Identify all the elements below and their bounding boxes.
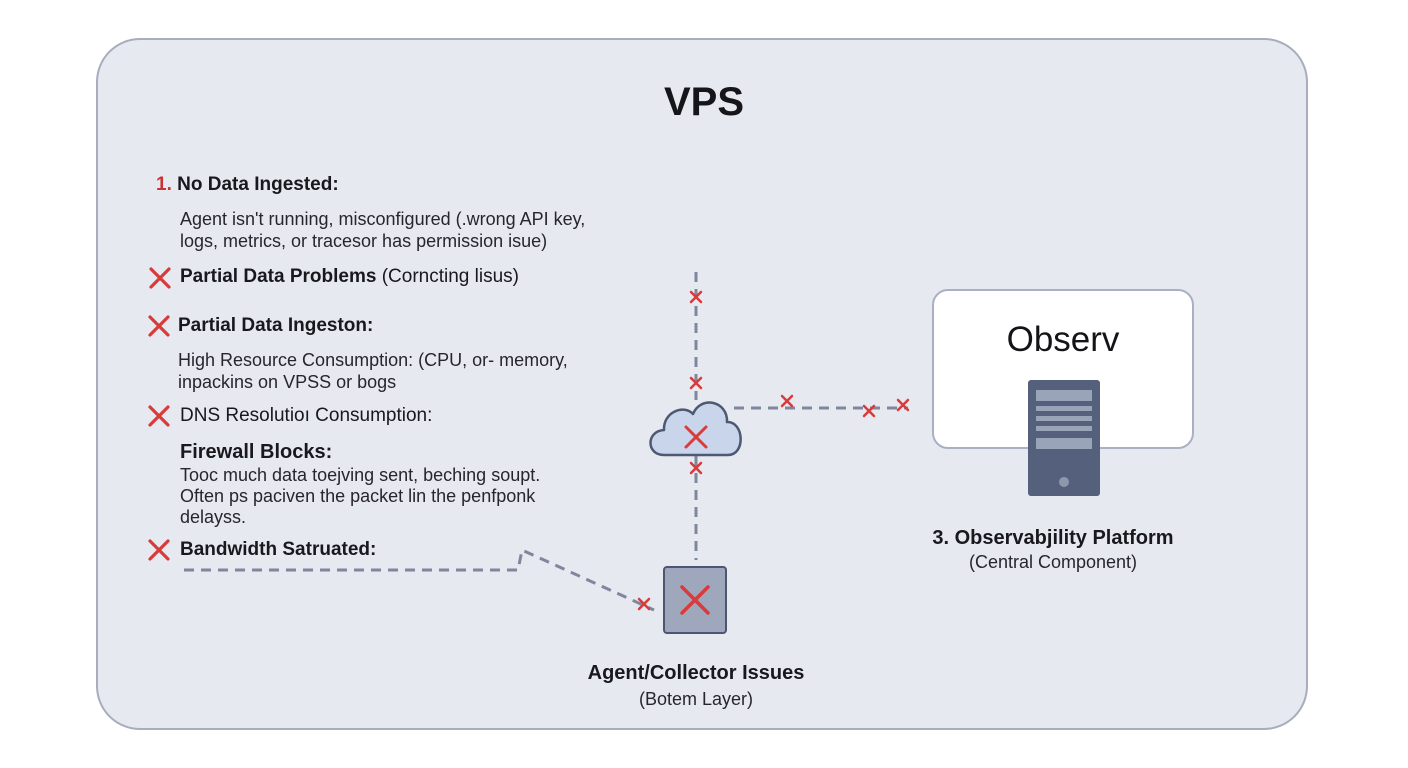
issue-bandwidth-heading: Bandwidth Satruated: [180, 539, 377, 560]
error-cross-icon [780, 394, 794, 408]
error-cross-icon [148, 405, 170, 427]
error-cross-icon [149, 267, 171, 289]
platform-sub-caption: (Central Component) [968, 552, 1138, 572]
error-cross-icon [689, 461, 703, 475]
issue-firewall-line3: delayss. [180, 507, 247, 527]
issue-dns-heading: DNS Resolutioı Consumption: [180, 405, 433, 426]
error-cross-icon [862, 404, 876, 418]
cloud-icon [649, 401, 742, 457]
line-error-markers [637, 290, 910, 611]
server-icon [1028, 380, 1100, 496]
error-cross-icon [896, 398, 910, 412]
error-cross-icon [689, 376, 703, 390]
issue-partial-ingestion-line1: High Resource Consumption: (CPU, or- mem… [178, 350, 568, 370]
page-title: VPS [663, 80, 745, 124]
issue-firewall-line2: Often ps paciven the packet lin the penf… [180, 486, 536, 506]
agent-sub-caption: (Botem Layer) [638, 689, 754, 709]
agent-caption: Agent/Collector Issues [587, 662, 805, 684]
issue-no-data-line1: Agent isn't running, misconfigured (.wro… [180, 209, 586, 229]
error-cross-icon [689, 290, 703, 304]
error-cross-icon [680, 585, 710, 615]
agent-collector-box [663, 566, 727, 634]
issue-partial-ingestion-heading: Partial Data Ingeston: [178, 315, 374, 336]
error-cross-icon [684, 425, 708, 449]
issue-firewall-heading: Firewall Blocks: [180, 441, 333, 463]
observability-platform-label: Observ [1006, 320, 1120, 359]
issue-no-data-heading: 1. No Data Ingested: [156, 174, 339, 195]
error-cross-icon [148, 315, 170, 337]
issue-partial-ingestion-line2: inpackins on VPSS or bogs [178, 372, 397, 392]
issue-no-data-line2: logs, metrics, or tracesor has permissio… [180, 231, 548, 251]
issue-firewall-line1: Tooc much data toejving sent, beching so… [180, 465, 541, 485]
issue-partial-problems-heading: Partial Data Problems (Corncting lisus) [180, 266, 519, 287]
bandwidth-to-agent-line [184, 547, 655, 612]
error-cross-icon [637, 597, 651, 611]
platform-caption: 3. Observabjility Platform [932, 527, 1174, 549]
error-cross-icon [148, 539, 170, 561]
